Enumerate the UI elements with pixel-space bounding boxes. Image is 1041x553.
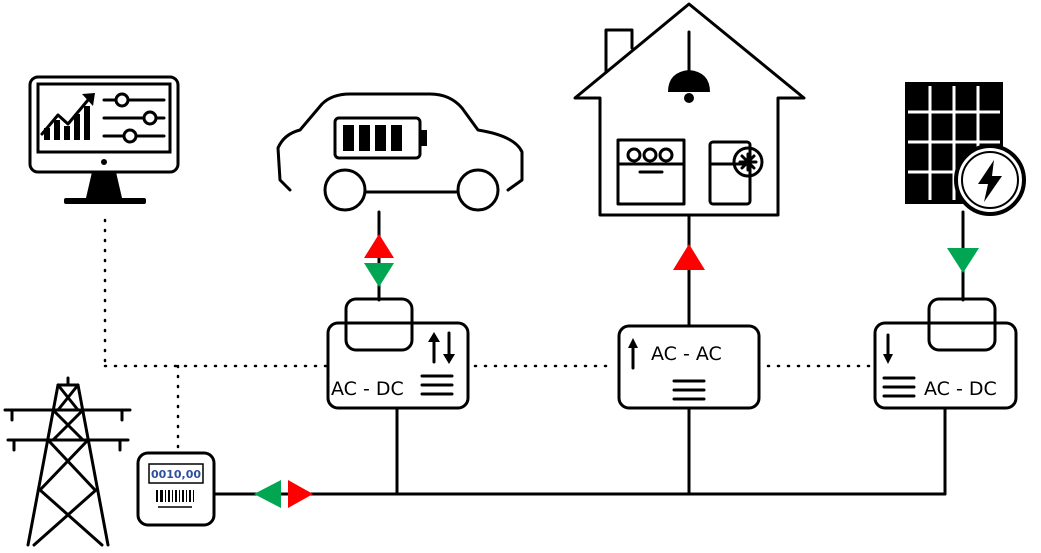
communication-lines	[103, 218, 874, 454]
arrow-down-icon	[883, 354, 893, 364]
converter-ev: AC - DC	[326, 297, 470, 410]
menu-lines-icon	[672, 379, 706, 401]
solar-export-arrow-icon	[947, 248, 979, 273]
arrow-up-icon	[628, 338, 638, 348]
ev-import-arrow-icon	[364, 234, 394, 258]
converter-label: AC - DC	[331, 378, 404, 400]
converter-home: AC - AC	[617, 324, 761, 410]
home-import-arrow-icon	[673, 244, 705, 270]
converter-solar: AC - DC	[873, 297, 1018, 410]
converter-label: AC - AC	[651, 343, 722, 365]
electricity-meter-icon: 0010,00	[136, 451, 216, 527]
menu-lines-icon	[882, 376, 916, 398]
electric-car-icon	[276, 92, 524, 212]
solar-panel-icon	[905, 82, 1026, 216]
converter-label: AC - DC	[924, 378, 997, 400]
grid-export-arrow-icon	[254, 480, 281, 508]
menu-lines-icon	[420, 374, 454, 396]
power-pylon-icon	[3, 376, 132, 547]
meter-reading: 0010,00	[151, 468, 201, 481]
ev-export-arrow-icon	[364, 263, 394, 287]
house-icon	[573, 2, 806, 217]
monitor-dashboard-icon	[28, 75, 180, 204]
grid-import-arrow-icon	[288, 480, 313, 508]
